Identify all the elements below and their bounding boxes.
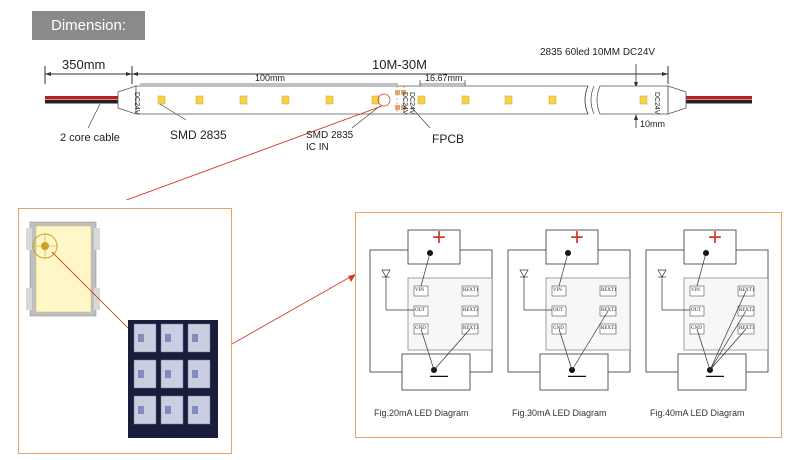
diagram-wiring: [369, 229, 493, 391]
led-chip: [239, 95, 248, 105]
minus-symbol: —: [706, 365, 724, 385]
pin-rext1: REXT1: [739, 288, 755, 293]
panel-link-arrow: [231, 274, 356, 345]
strip-body-right: [596, 85, 669, 115]
pad-label-left: DC24V: [133, 92, 140, 115]
diagram-20ma: + — VIN OUT GND REXT1 REXT2 REXT3 Fig.20…: [368, 226, 494, 426]
led-chip: [504, 95, 513, 105]
led-chip: [548, 95, 557, 105]
diagram-panel: [355, 212, 782, 438]
led-chip: [417, 95, 426, 105]
cable-label: 2 core cable: [60, 132, 120, 144]
pin-out: OUT: [553, 308, 564, 313]
spec-label: 2835 60led 10MM DC24V: [540, 47, 656, 58]
cable-black-wire-left: [45, 100, 127, 104]
led-emitter: [35, 225, 92, 313]
minus-symbol: —: [430, 365, 448, 385]
pin-vin: VIN: [415, 288, 424, 293]
pin-rext2: REXT2: [601, 308, 617, 313]
pin-rext1: REXT1: [601, 288, 617, 293]
plus-symbol: +: [432, 224, 447, 251]
zoom-drawing: [26, 221, 218, 438]
pin-rext2: REXT2: [463, 308, 479, 313]
plus-symbol: +: [708, 224, 723, 251]
pin-gnd: GND: [553, 326, 564, 331]
ic-led-highlight: [377, 93, 391, 107]
diagram-caption: Fig.30mA LED Diagram: [512, 408, 607, 418]
zoom-panel: [18, 208, 232, 454]
diagram-40ma: + — VIN OUT GND REXT1 REXT2 REXT3 Fig.40…: [644, 226, 770, 426]
diagram-30ma: + — VIN OUT GND REXT1 REXT2 REXT3 Fig.30…: [506, 226, 632, 426]
minus-symbol: —: [568, 365, 586, 385]
pin-rext1: REXT1: [463, 288, 479, 293]
led-chip: [461, 95, 470, 105]
strip-length-label: 10M-30M: [372, 57, 427, 72]
pin-out: OUT: [691, 308, 702, 313]
pin-out: OUT: [415, 308, 426, 313]
diagram-caption: Fig.40mA LED Diagram: [650, 408, 745, 418]
led-chip: [195, 95, 204, 105]
plus-terminal: [683, 229, 737, 265]
pin-vin: VIN: [553, 288, 562, 293]
plus-symbol: +: [570, 224, 585, 251]
pin-gnd: GND: [691, 326, 702, 331]
diode-icon: [657, 269, 667, 278]
diode-icon: [519, 269, 529, 278]
pad-label-cut-left: DC24V: [401, 92, 408, 115]
pin-gnd: GND: [415, 326, 426, 331]
smd-ic-label-line1: SMD 2835: [306, 130, 354, 141]
zoom-arrow-top: [125, 105, 383, 200]
led-chip: [325, 95, 334, 105]
cable-length-label: 350mm: [62, 57, 106, 72]
cable-red-wire-left: [45, 96, 127, 100]
strip-drawing: [44, 64, 752, 200]
diagram-caption: Fig.20mA LED Diagram: [374, 408, 469, 418]
pitch-label: 16.67mm: [425, 73, 463, 83]
smd-label: SMD 2835: [170, 128, 227, 142]
section-header: Dimension:: [32, 11, 145, 40]
led-row: [157, 95, 648, 105]
cable-red-wire-right: [682, 96, 752, 100]
diode-icon: [381, 269, 391, 278]
plus-terminal: [545, 229, 599, 265]
diagram-wiring: [645, 229, 769, 391]
pad-label-right: DC24V: [653, 92, 660, 115]
led-chip: [371, 95, 380, 105]
cable-black-wire-right: [682, 100, 752, 104]
pin-vin: VIN: [691, 288, 700, 293]
led-chip: [281, 95, 290, 105]
plus-terminal: [407, 229, 461, 265]
width-label: 10mm: [640, 119, 666, 129]
strip-body-left: [135, 85, 589, 115]
segment-length-label: 100mm: [255, 73, 286, 83]
pin-rext3: REXT3: [463, 326, 479, 331]
pad-label-cut-right: DC24V: [408, 92, 415, 115]
pin-rext3: REXT3: [601, 326, 617, 331]
led-chip: [157, 95, 166, 105]
diagram-wiring: [507, 229, 631, 391]
end-cap-right: [667, 85, 687, 115]
smd-ic-label-line2: IC IN: [306, 142, 329, 153]
fpcb-label: FPCB: [432, 132, 465, 146]
led-chip: [639, 95, 648, 105]
pin-rext3: REXT3: [739, 326, 755, 331]
pin-rext2: REXT2: [739, 308, 755, 313]
